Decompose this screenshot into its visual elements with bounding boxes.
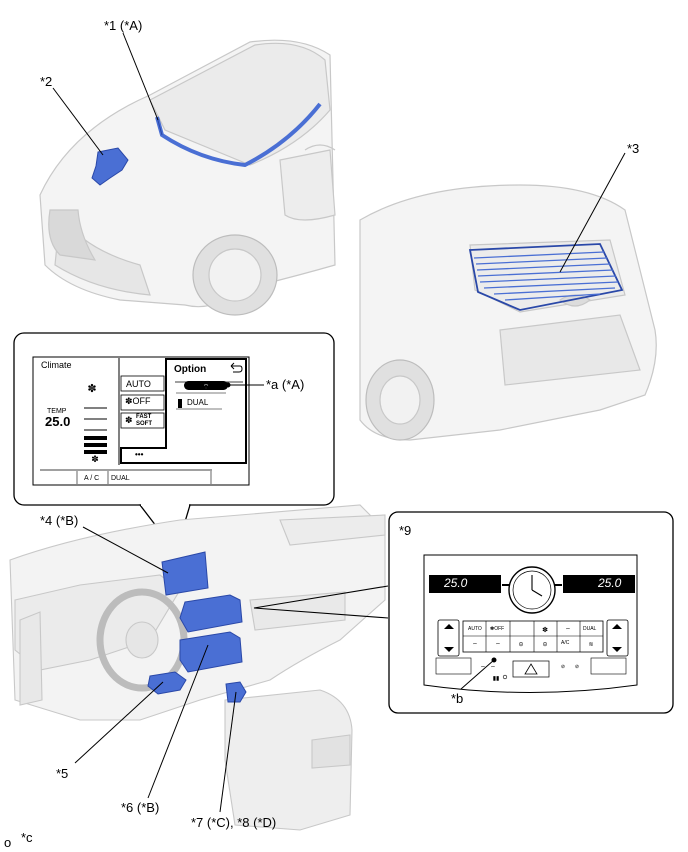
leader-lines	[52, 32, 626, 813]
option-dual-label: DUAL	[187, 398, 209, 407]
panel-off-label: ✽OFF	[490, 626, 505, 632]
svg-text:⌔: ⌔	[495, 643, 501, 649]
svg-text:⊝: ⊝	[518, 642, 523, 648]
fan-speed-icon: ✽	[125, 415, 133, 425]
callout-a: *a (*A)	[266, 377, 305, 392]
climate-title: Climate	[41, 360, 72, 370]
callout-5: *5	[56, 766, 69, 781]
svg-text:⌔: ⌔	[472, 643, 478, 649]
dual-bar-label: DUAL	[111, 475, 130, 482]
control-panel-callout: ⊝ ⊝ ⌔ ⌔ ✽ ⌔ ≋ ⌔ ⌔ ▮▮ ⊘ ⊘	[253, 511, 674, 714]
callout-4: *4 (*B)	[40, 513, 79, 528]
rear-car	[359, 184, 657, 441]
panel-auto-label: AUTO	[468, 626, 482, 632]
dash-components-highlight	[147, 551, 247, 703]
climate-screen-callout: ✽ ✽ ⌔	[13, 332, 335, 554]
temp-label: TEMP	[47, 408, 67, 415]
svg-text:⌔: ⌔	[480, 666, 486, 672]
svg-text:⌔: ⌔	[565, 628, 571, 634]
callout-3: *3	[627, 141, 640, 156]
svg-text:⊝: ⊝	[542, 642, 547, 648]
callout-2: *2	[40, 74, 53, 89]
off-button-label: ✽OFF	[125, 396, 151, 406]
callout-9: *9	[399, 523, 412, 538]
left-temp-readout: 25.0	[444, 576, 468, 590]
callout-1: *1 (*A)	[104, 18, 143, 33]
fast-label: FAST	[136, 414, 152, 420]
corner-mark: o	[4, 835, 12, 850]
callout-b: *b	[451, 691, 464, 706]
front-car	[39, 39, 336, 316]
panel-dual-label: DUAL	[583, 626, 597, 632]
ac-label: A / C	[84, 475, 100, 482]
auto-button-label: AUTO	[126, 379, 151, 389]
svg-text:✽: ✽	[542, 626, 548, 634]
svg-text:▮▮: ▮▮	[493, 676, 500, 682]
svg-text:⌔: ⌔	[203, 384, 210, 391]
right-temp-readout: 25.0	[598, 576, 622, 590]
hood-component-highlight	[91, 147, 129, 186]
callout-c: *c	[21, 830, 33, 845]
svg-text:✽: ✽	[91, 454, 99, 464]
panel-ac-label: A/C	[561, 640, 570, 646]
temp-value: 25.0	[45, 414, 71, 429]
callout-7-8: *7 (*C), *8 (*D)	[191, 815, 277, 830]
rear-window-highlight	[468, 243, 624, 311]
callout-6: *6 (*B)	[121, 800, 160, 815]
option-title: Option	[174, 364, 207, 375]
svg-text:⊘: ⊘	[561, 664, 565, 670]
more-button-label: •••	[135, 450, 144, 459]
svg-text:≋: ≋	[588, 642, 593, 648]
soft-label: SOFT	[136, 421, 152, 427]
svg-text:⌔: ⌔	[490, 666, 496, 672]
svg-text:⊘: ⊘	[575, 664, 579, 670]
svg-text:✽: ✽	[87, 383, 96, 395]
